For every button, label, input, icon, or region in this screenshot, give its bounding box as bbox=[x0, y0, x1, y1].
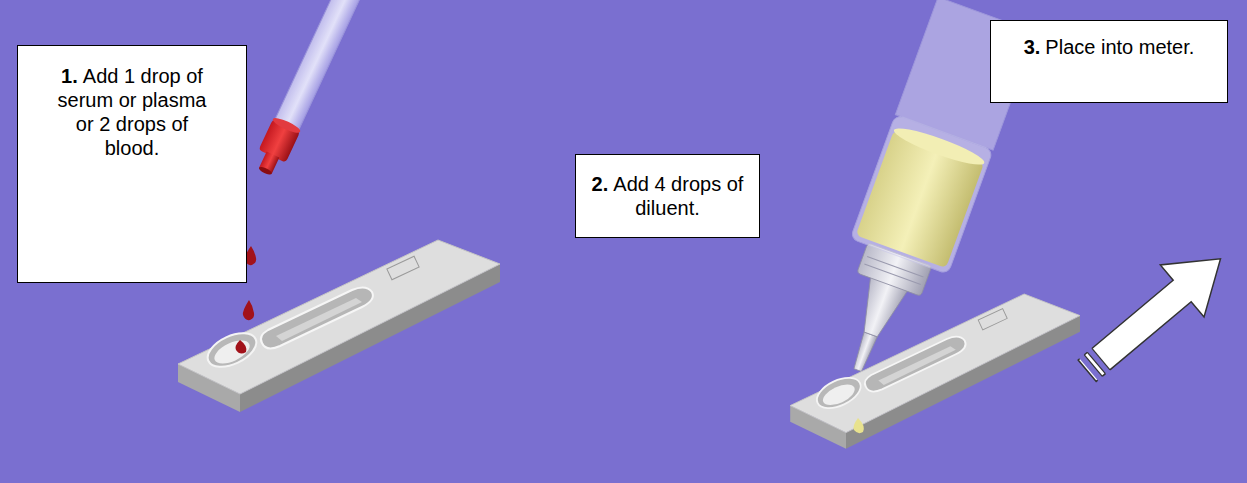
instruction-text: 3.Place into meter. bbox=[1021, 35, 1197, 59]
instruction-text: 1.Add 1 drop of serum or plasma or 2 dro… bbox=[56, 64, 208, 160]
instruction-box: 1.Add 1 drop of serum or plasma or 2 dro… bbox=[17, 45, 247, 283]
step-number: 2. bbox=[592, 173, 609, 195]
step-text: Place into meter. bbox=[1045, 36, 1194, 58]
step-number: 1. bbox=[61, 65, 78, 87]
step-number: 3. bbox=[1024, 36, 1041, 58]
instruction-box: 2.Add 4 drops of diluent. bbox=[575, 154, 760, 238]
step-text: Add 1 drop of serum or plasma or 2 drops… bbox=[58, 65, 207, 159]
step-text: Add 4 drops of diluent. bbox=[613, 173, 743, 219]
instruction-box: 3.Place into meter. bbox=[990, 20, 1228, 103]
instruction-text: 2.Add 4 drops of diluent. bbox=[588, 172, 747, 220]
